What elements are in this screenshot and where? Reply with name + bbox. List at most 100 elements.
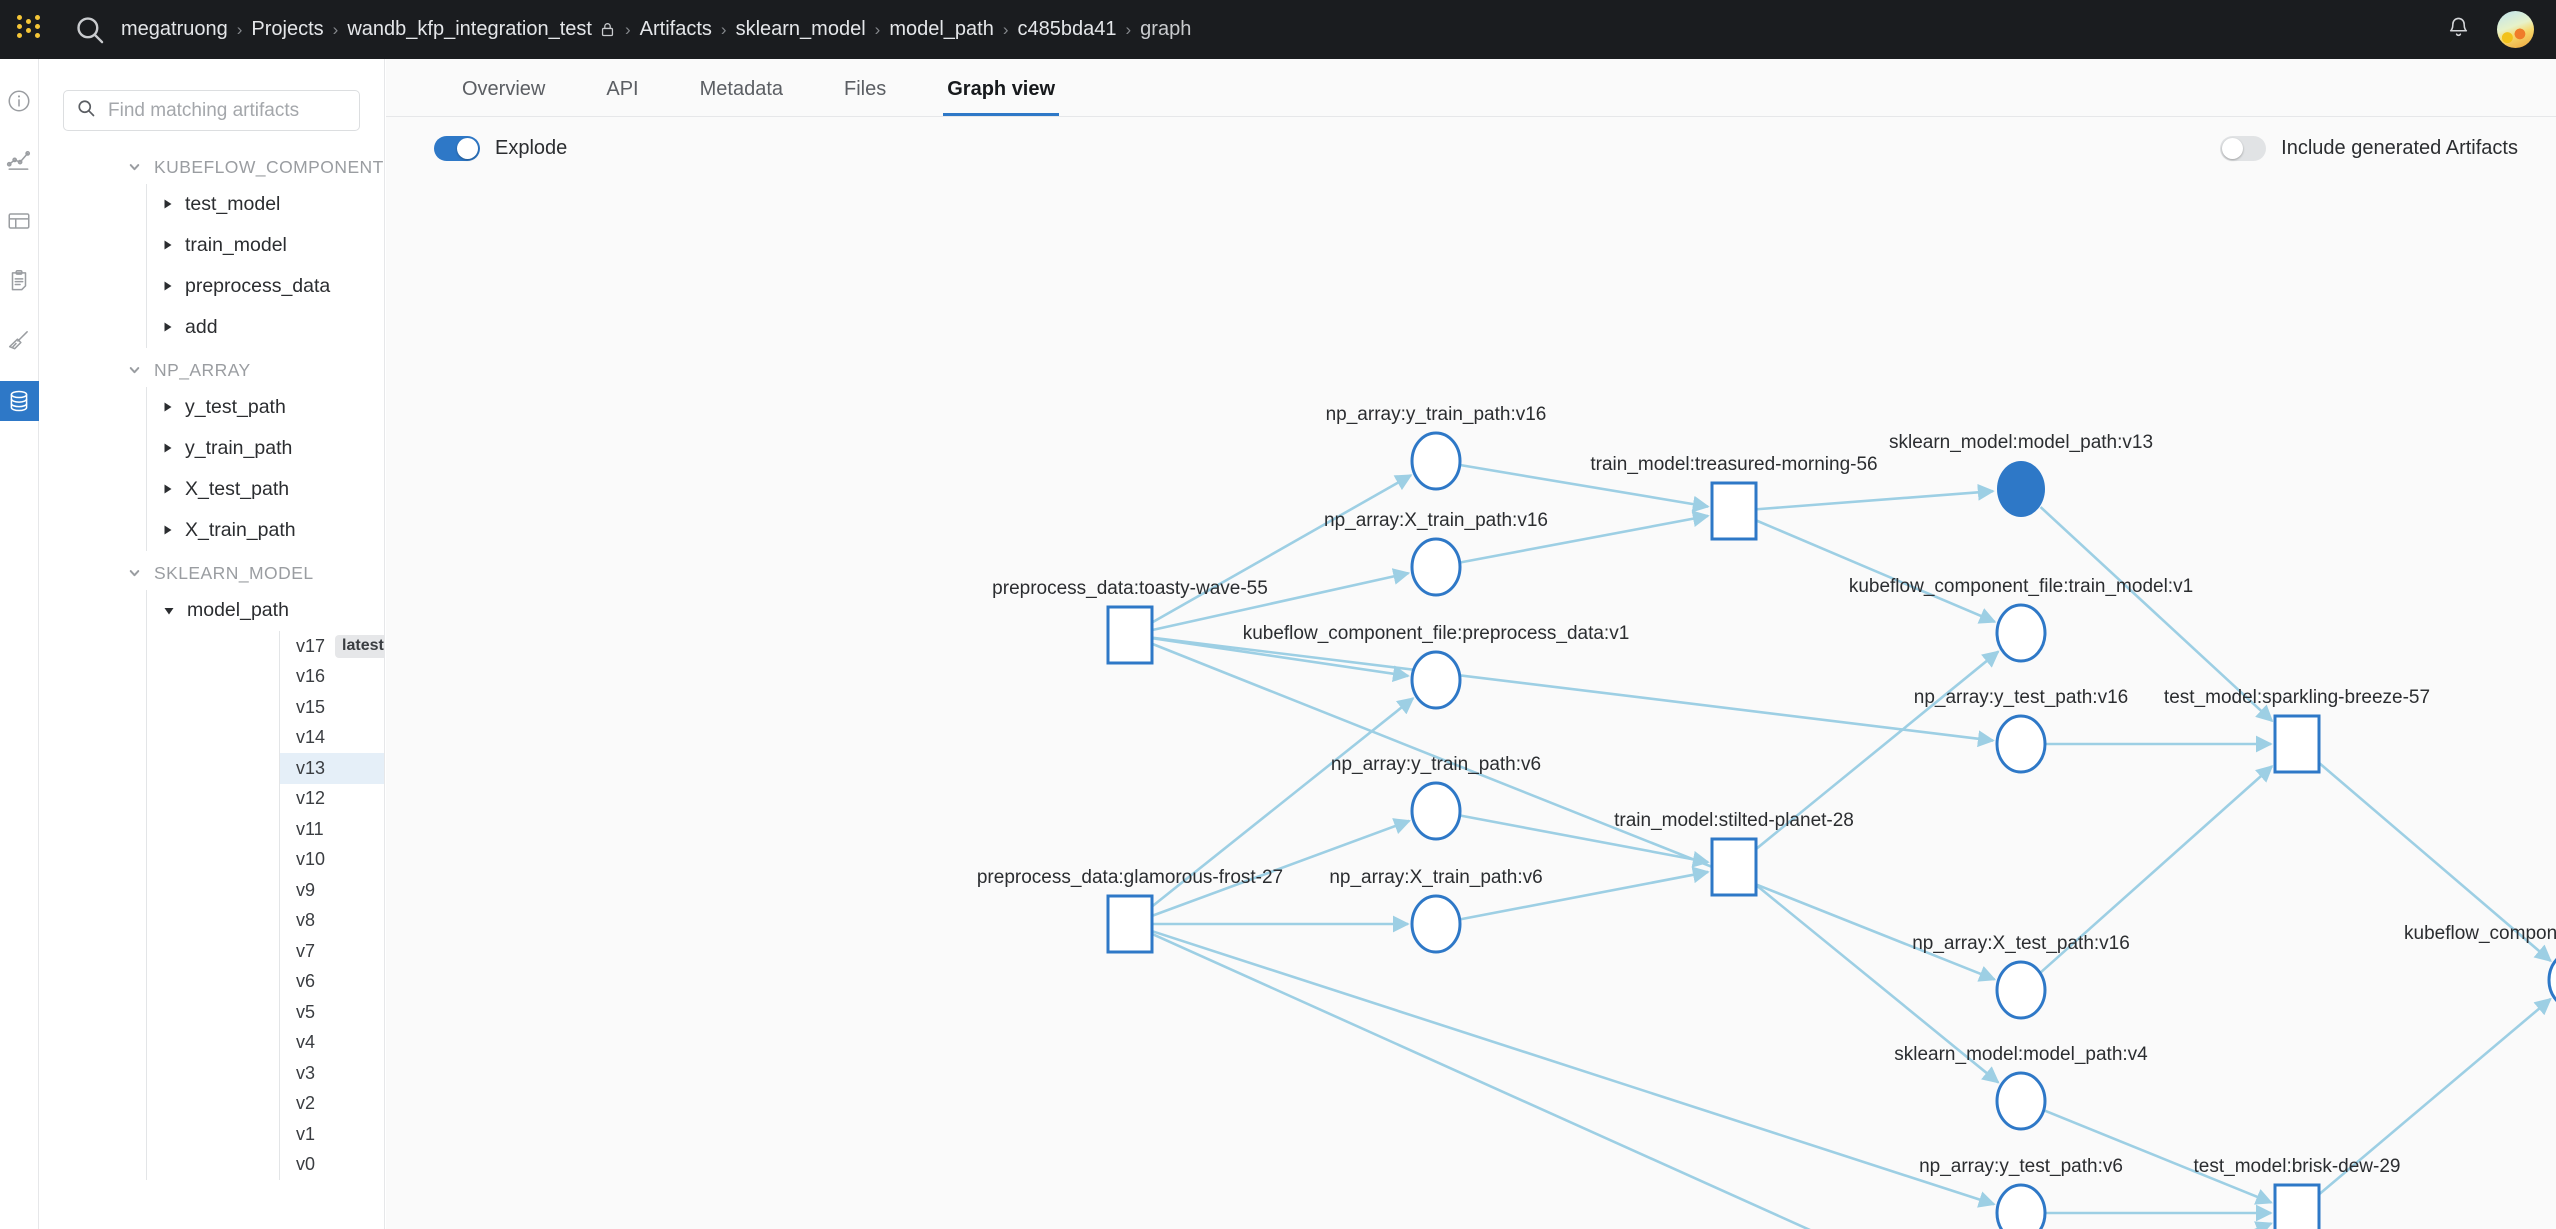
tree-item-model-path[interactable]: model_path (147, 590, 384, 631)
version-item-v15[interactable]: v15 (280, 692, 384, 723)
breadcrumb-item-c485bda41[interactable]: c485bda41 (1017, 18, 1117, 40)
graph-node-yte6[interactable] (1995, 1183, 2047, 1229)
rail-item-charts[interactable] (0, 141, 39, 181)
version-item-v13[interactable]: v13 (280, 753, 384, 784)
rail-item-reports[interactable] (0, 261, 39, 301)
graph-edge (1152, 642, 1997, 982)
tab-metadata[interactable]: Metadata (699, 78, 783, 100)
version-label: v6 (296, 971, 316, 992)
version-label: v12 (296, 788, 326, 809)
graph-node-kcfte[interactable] (2547, 952, 2556, 1008)
triangle-right-icon[interactable] (163, 316, 173, 339)
graph-canvas[interactable]: preprocess_data:toasty-wave-55np_array:y… (386, 180, 2556, 1229)
tree-item-test-model[interactable]: test_model (147, 184, 384, 225)
bell-icon[interactable] (2446, 15, 2471, 45)
tab-graph-view[interactable]: Graph view (943, 79, 1060, 116)
rail-item-table[interactable] (0, 201, 39, 241)
triangle-down-icon[interactable] (163, 599, 175, 622)
search-input[interactable] (106, 98, 347, 123)
graph-node-sm4[interactable] (1995, 1071, 2047, 1131)
tree-group-header-kubeflow-component-[interactable]: KUBEFLOW_COMPONENT… (39, 151, 384, 184)
graph-node-kcfpp[interactable] (1410, 650, 1462, 710)
rail-item-artifacts[interactable] (0, 381, 39, 421)
version-item-v7[interactable]: v7 (280, 936, 384, 967)
triangle-right-icon[interactable] (163, 478, 173, 501)
tab-api[interactable]: API (606, 78, 639, 100)
graph-node-sm13[interactable] (1997, 461, 2045, 517)
breadcrumb-item-graph[interactable]: graph (1140, 18, 1192, 40)
graph-node-xte16[interactable] (1995, 960, 2047, 1020)
breadcrumb-item-model-path[interactable]: model_path (889, 18, 994, 40)
triangle-right-icon[interactable] (163, 193, 173, 216)
triangle-right-icon[interactable] (163, 275, 173, 298)
version-item-v5[interactable]: v5 (280, 997, 384, 1028)
graph-node-ytr6[interactable] (1410, 781, 1462, 841)
graph-node-ytr16[interactable] (1410, 431, 1462, 491)
tree-item-x-train-path[interactable]: X_train_path (147, 510, 384, 551)
tree-item-label: y_train_path (185, 437, 293, 459)
version-item-v2[interactable]: v2 (280, 1089, 384, 1120)
triangle-right-icon[interactable] (163, 234, 173, 257)
breadcrumb-item-wandb-kfp-integration-test[interactable]: wandb_kfp_integration_test (347, 18, 592, 40)
rail-item-sweeps[interactable] (0, 321, 39, 361)
rail-item-info[interactable] (0, 81, 39, 121)
version-badge: latest (335, 634, 384, 658)
tree-group-label: SKLEARN_MODEL (154, 563, 314, 583)
version-item-v11[interactable]: v11 (280, 814, 384, 845)
version-item-v8[interactable]: v8 (280, 906, 384, 937)
tree-group-header-np-array[interactable]: NP_ARRAY (39, 354, 384, 387)
graph-node-yte16[interactable] (1995, 714, 2047, 774)
artifact-search-box[interactable] (63, 90, 360, 131)
graph-node-tm29[interactable] (2273, 1183, 2321, 1229)
graph-node-pp27[interactable] (1106, 894, 1154, 954)
version-label: v9 (296, 879, 316, 900)
triangle-right-icon[interactable] (163, 519, 173, 542)
breadcrumb-item-artifacts[interactable]: Artifacts (639, 18, 712, 40)
breadcrumb-item-projects[interactable]: Projects (251, 18, 324, 40)
tree-group-header-sklearn-model[interactable]: SKLEARN_MODEL (39, 557, 384, 590)
breadcrumb-separator: › (624, 19, 631, 39)
version-item-v1[interactable]: v1 (280, 1119, 384, 1150)
avatar[interactable] (2497, 11, 2534, 48)
breadcrumb-item-sklearn-model[interactable]: sklearn_model (735, 18, 866, 40)
tree-item-preprocess-data[interactable]: preprocess_data (147, 266, 384, 307)
search-icon[interactable] (73, 13, 107, 47)
version-item-v3[interactable]: v3 (280, 1058, 384, 1089)
version-item-v16[interactable]: v16 (280, 662, 384, 693)
breadcrumb-separator: › (332, 19, 339, 39)
version-item-v14[interactable]: v14 (280, 723, 384, 754)
graph-node-xtr6[interactable] (1410, 894, 1462, 954)
graph-edge (2039, 765, 2274, 974)
version-item-v4[interactable]: v4 (280, 1028, 384, 1059)
graph-node-tm57[interactable] (2273, 714, 2321, 774)
version-item-v12[interactable]: v12 (280, 784, 384, 815)
graph-node-xtr16[interactable] (1410, 537, 1462, 597)
tree-item-add[interactable]: add (147, 307, 384, 348)
graph-node-label: train_model:stilted-planet-28 (1614, 810, 1854, 831)
tree-item-x-test-path[interactable]: X_test_path (147, 469, 384, 510)
tree-group-label: KUBEFLOW_COMPONENT… (154, 157, 385, 177)
graph-node-label: np_array:y_test_path:v6 (1919, 1156, 2123, 1177)
version-item-v10[interactable]: v10 (280, 845, 384, 876)
graph-node-tm28[interactable] (1710, 837, 1758, 897)
version-item-v6[interactable]: v6 (280, 967, 384, 998)
tree-item-train-model[interactable]: train_model (147, 225, 384, 266)
graph-node-tm56[interactable] (1710, 481, 1758, 541)
graph-node-kcftr[interactable] (1995, 603, 2047, 663)
tab-overview[interactable]: Overview (462, 78, 546, 100)
version-item-v9[interactable]: v9 (280, 875, 384, 906)
tree-item-y-test-path[interactable]: y_test_path (147, 387, 384, 428)
graph-node-pp55[interactable] (1106, 605, 1154, 665)
breadcrumb-item-megatruong[interactable]: megatruong (121, 18, 228, 40)
triangle-right-icon[interactable] (163, 437, 173, 460)
app-grid-icon[interactable] (17, 14, 47, 45)
include-generated-artifacts-toggle[interactable] (2220, 136, 2267, 161)
search-icon (76, 98, 96, 123)
version-item-v0[interactable]: v0 (280, 1150, 384, 1181)
triangle-right-icon[interactable] (163, 396, 173, 419)
tab-files[interactable]: Files (844, 78, 887, 100)
tree-item-y-train-path[interactable]: y_train_path (147, 428, 384, 469)
explode-toggle[interactable] (434, 136, 480, 161)
